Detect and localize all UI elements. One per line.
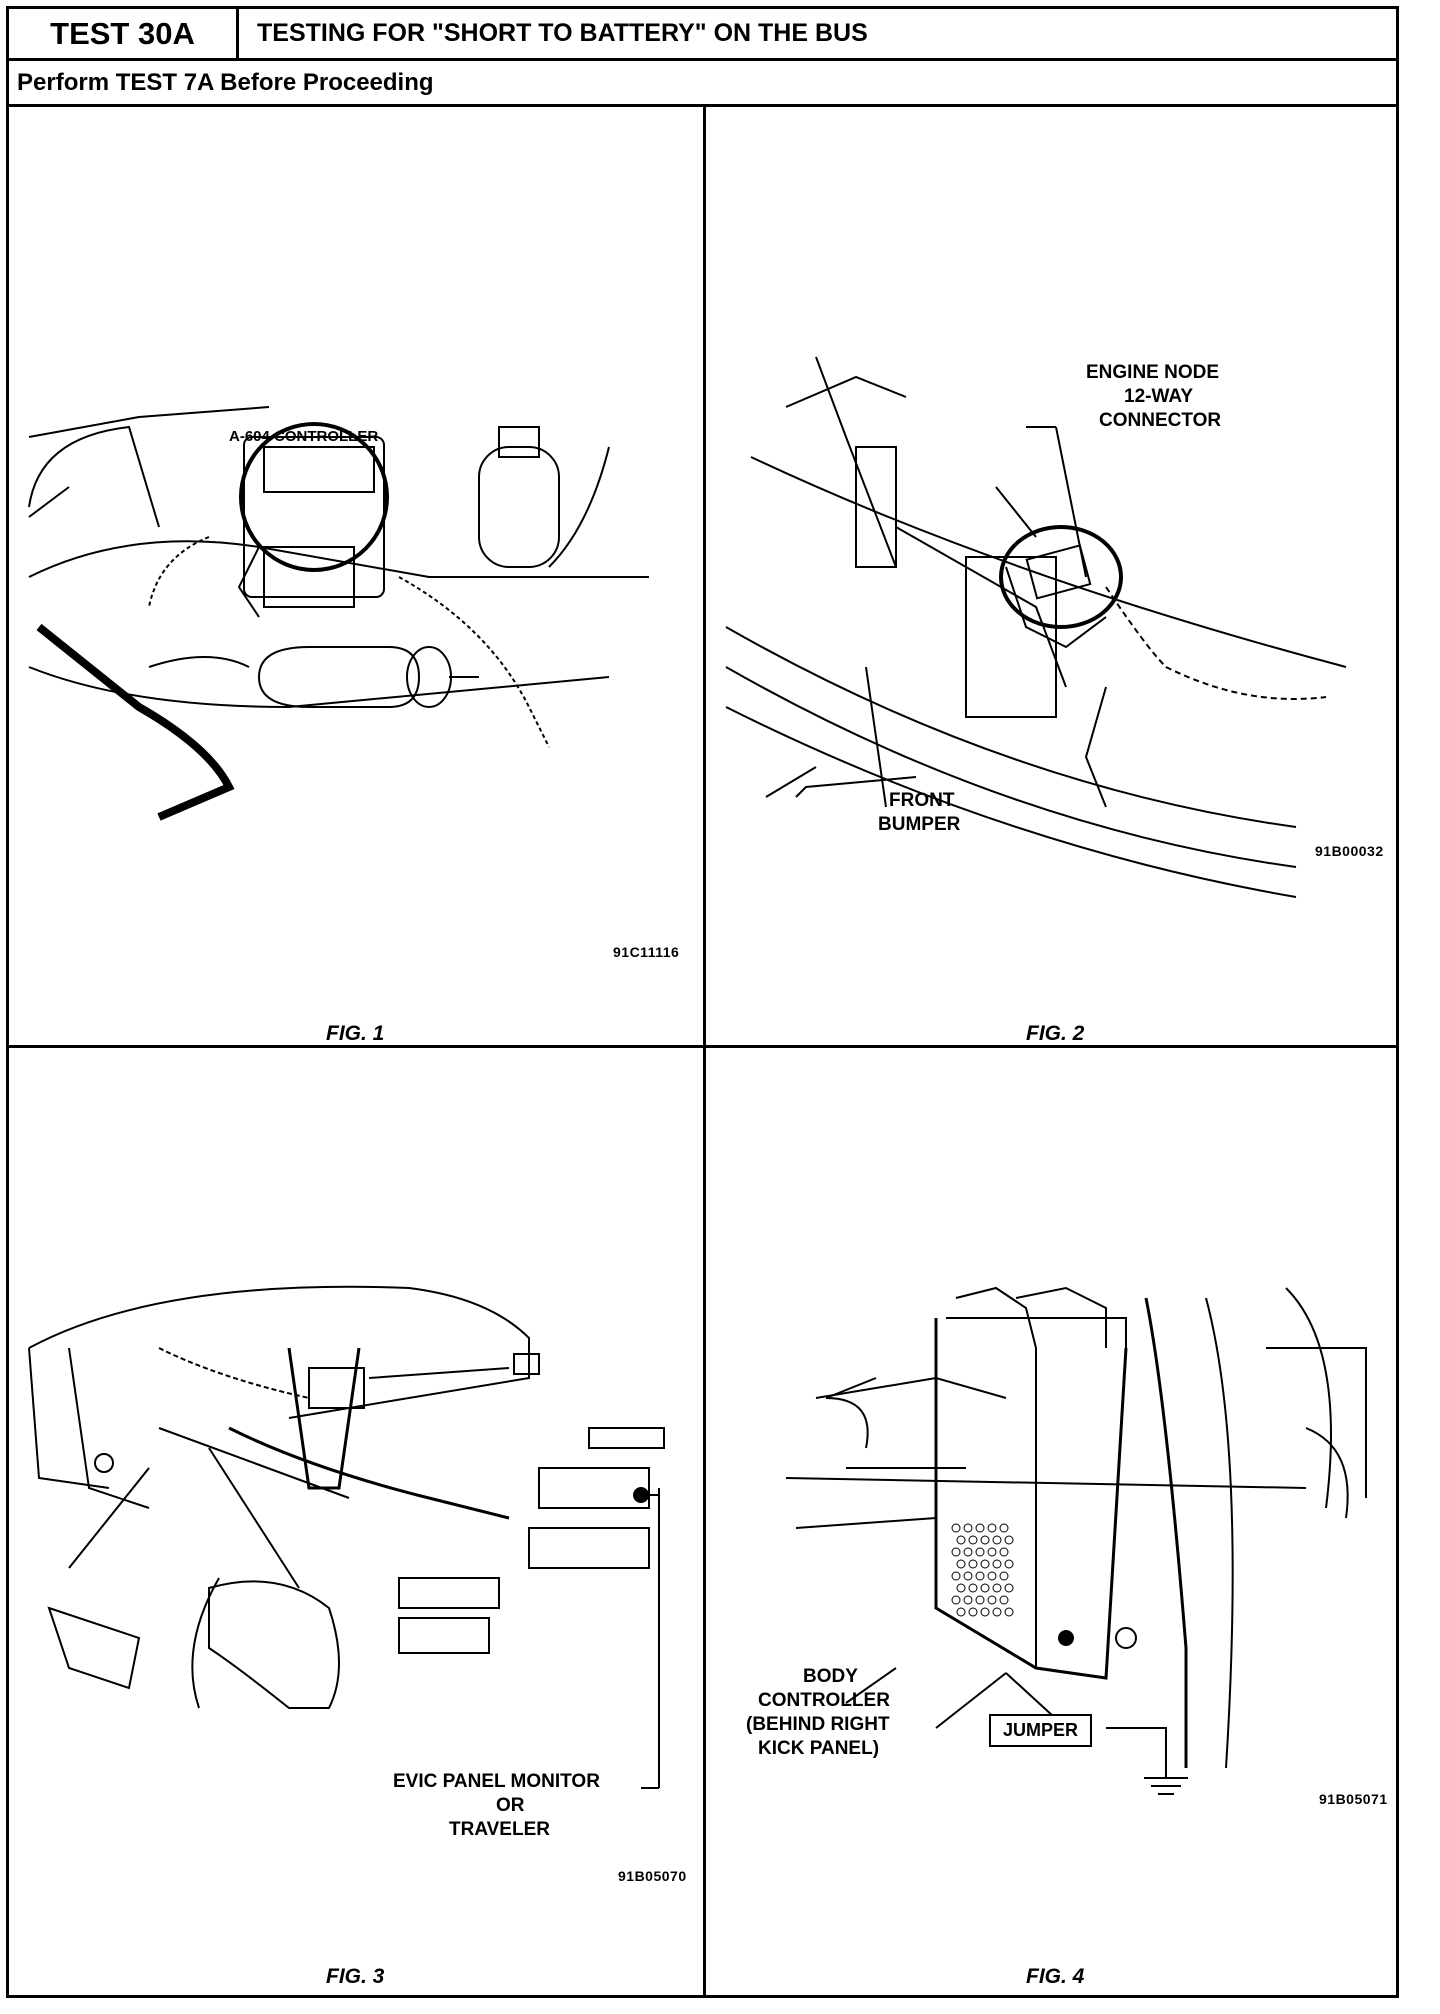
vent-hole (975, 1595, 985, 1605)
figure-2-code: 91B00032 (1315, 843, 1384, 859)
vent-hole (999, 1571, 1009, 1581)
figure-3-caption: FIG. 3 (326, 1965, 385, 1988)
figure-1-panel: A-604 CONTROLLER 91C11116 FIG. 1 (9, 107, 703, 1045)
vent-hole (992, 1535, 1002, 1545)
vent-hole (987, 1523, 997, 1533)
figure-3-panel: EVIC PANEL MONITOR OR TRAVELER 91B05070 … (9, 1048, 703, 1995)
figure-4-label-behind-right: (BEHIND RIGHT (746, 1714, 890, 1735)
vent-hole (992, 1559, 1002, 1569)
vent-hole (968, 1535, 978, 1545)
header-bar: TEST 30A TESTING FOR "SHORT TO BATTERY" … (9, 9, 1396, 61)
vent-hole (968, 1583, 978, 1593)
figure-4-label-kick-panel: KICK PANEL) (758, 1738, 880, 1759)
vent-hole (980, 1535, 990, 1545)
figure-2-label-engine-node: ENGINE NODE (1086, 362, 1220, 383)
vent-hole (999, 1595, 1009, 1605)
vent-hole (999, 1523, 1009, 1533)
vent-hole (951, 1571, 961, 1581)
vent-hole (968, 1607, 978, 1617)
figure-2-illustration (725, 356, 1347, 898)
prerequisite-note: Perform TEST 7A Before Proceeding (9, 61, 1396, 107)
figure-grid: A-604 CONTROLLER 91C11116 FIG. 1 (9, 107, 1396, 1995)
vent-hole (963, 1571, 973, 1581)
jumper-box: JUMPER (989, 1714, 1093, 1747)
figure-2-label-bumper: BUMPER (878, 814, 961, 835)
figure-4-illustration (785, 1286, 1367, 1795)
test-id: TEST 30A (9, 9, 239, 58)
vent-hole (956, 1607, 966, 1617)
vent-hole (980, 1559, 990, 1569)
vent-hole (980, 1583, 990, 1593)
figure-4-caption: FIG. 4 (1026, 1965, 1085, 1988)
vent-hole (987, 1571, 997, 1581)
figure-1-caption: FIG. 1 (326, 1022, 385, 1045)
vent-hole (975, 1571, 985, 1581)
vent-hole (975, 1547, 985, 1557)
vent-hole (951, 1595, 961, 1605)
figure-3-label-traveler: TRAVELER (449, 1819, 550, 1840)
vent-hole (1004, 1559, 1014, 1569)
figure-2-label-12-way: 12-WAY (1124, 386, 1193, 407)
document-page: TEST 30A TESTING FOR "SHORT TO BATTERY" … (6, 6, 1399, 1998)
grid-divider-vertical (703, 107, 706, 1995)
vent-hole (956, 1535, 966, 1545)
figure-4-label-body: BODY (803, 1666, 858, 1687)
figure-2-label-connector: CONNECTOR (1099, 410, 1222, 431)
vent-hole (992, 1583, 1002, 1593)
vent-hole (1004, 1607, 1014, 1617)
vent-hole (1004, 1535, 1014, 1545)
vent-hole (956, 1559, 966, 1569)
figure-1-label-controller: A-604 CONTROLLER (229, 428, 379, 445)
vent-hole (951, 1547, 961, 1557)
figure-2-panel: ENGINE NODE 12-WAY CONNECTOR FRONT BUMPE… (706, 107, 1402, 1045)
figure-3-code: 91B05070 (618, 1868, 687, 1884)
vent-hole (999, 1547, 1009, 1557)
figure-4-panel: BODY CONTROLLER (BEHIND RIGHT KICK PANEL… (706, 1048, 1402, 1995)
vent-hole (992, 1607, 1002, 1617)
figure-3-label-evic: EVIC PANEL MONITOR (393, 1771, 600, 1792)
grid-divider-horizontal (9, 1045, 1396, 1048)
figure-1-code: 91C11116 (613, 944, 680, 960)
figure-3-illustration (28, 1285, 665, 1789)
figure-2-label-front: FRONT (889, 790, 955, 811)
vent-hole (956, 1583, 966, 1593)
vent-hole (1004, 1583, 1014, 1593)
vent-hole (980, 1607, 990, 1617)
vent-hole (951, 1523, 961, 1533)
figure-4-label-controller: CONTROLLER (758, 1690, 890, 1711)
vent-hole (963, 1595, 973, 1605)
vent-hole (963, 1547, 973, 1557)
test-title: TESTING FOR "SHORT TO BATTERY" ON THE BU… (257, 19, 868, 47)
jumper-point (1058, 1630, 1074, 1646)
vent-hole (975, 1523, 985, 1533)
vent-hole (987, 1595, 997, 1605)
figure-4-code: 91B05071 (1319, 1791, 1388, 1807)
vent-hole (963, 1523, 973, 1533)
figure-1-illustration (28, 406, 649, 821)
vent-hole (987, 1547, 997, 1557)
figure-3-label-or: OR (496, 1795, 525, 1816)
figure-2-caption: FIG. 2 (1026, 1022, 1085, 1045)
vent-hole (968, 1559, 978, 1569)
